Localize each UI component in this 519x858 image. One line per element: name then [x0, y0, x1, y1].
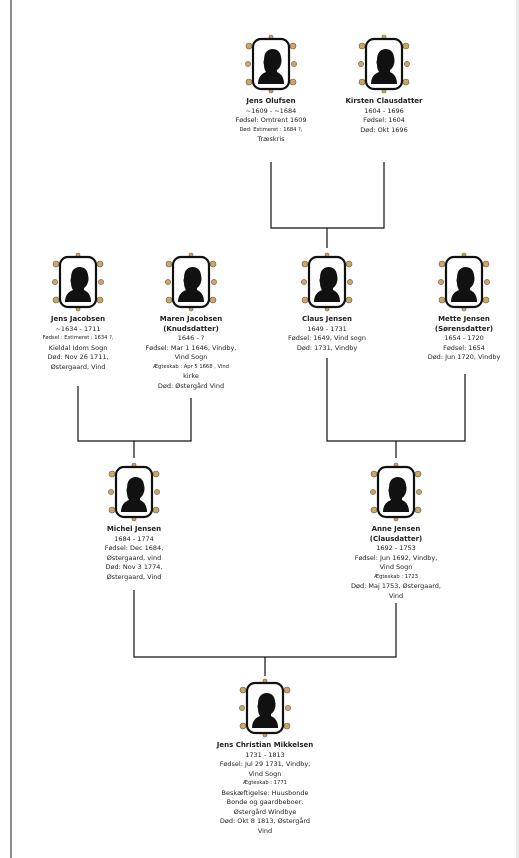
birth-info: Fødsel: Mar 1 1646, Vindby,: [145, 343, 237, 352]
life-dates: 1654 - 1720: [444, 334, 484, 342]
death-place: Vind: [257, 826, 273, 835]
person-name: Mette Jensen: [438, 315, 490, 323]
connector-olufsen-clausdatter: [270, 162, 385, 229]
person-name: Maren Jacobsen: [159, 315, 223, 323]
person-name: Michel Jensen: [106, 525, 162, 533]
left-margin-rule: [10, 0, 12, 858]
death-place: Vind: [388, 591, 404, 600]
occupation-place: Østergård Windbye: [233, 807, 297, 816]
life-dates: 1649 - 1731: [307, 324, 347, 333]
silhouette-portrait-icon: [165, 252, 217, 312]
birth-info: Fødsel : Estimeret : 1634 ?,: [42, 335, 114, 341]
birth-info: Fødsel: 1649, Vind sogn: [288, 334, 366, 342]
person-name-secondary: (Sørensdatter): [434, 324, 494, 333]
person-jens-jacobsen[interactable]: Jens Jacobsen ~1634 - 1711 Fødsel : Esti…: [3, 252, 153, 372]
connector-jacobsen-maren: [77, 386, 192, 442]
death-info: Død: Okt 8 1813, Østergård: [219, 817, 311, 825]
birth-info: Fødsel: 1654: [443, 343, 485, 352]
person-mette-jensen[interactable]: Mette Jensen (Sørensdatter) 1654 - 1720 …: [389, 252, 519, 363]
silhouette-portrait-icon: [301, 252, 353, 312]
death-info: Død: Østergård Vind: [157, 381, 225, 390]
person-claus-jensen[interactable]: Claus Jensen 1649 - 1731 Fødsel: 1649, V…: [252, 252, 402, 353]
death-info: Død: 1731, Vindby: [296, 343, 358, 352]
person-jens-olufsen[interactable]: Jens Olufsen ~1609 - ~1684 Fødsel: Omtre…: [196, 34, 346, 145]
birth-place: Vind Sogn: [248, 769, 282, 778]
birth-info: Fødsel: Omtrent 1609: [235, 116, 307, 124]
life-dates: 1646 - ?: [177, 334, 205, 342]
silhouette-portrait-icon: [370, 462, 422, 522]
person-name: Jens Olufsen: [246, 97, 296, 105]
birth-place: Kieldal Idom Sogn: [48, 343, 108, 352]
death-info: Død: Nov 3 1774,: [105, 563, 163, 571]
silhouette-portrait-icon: [245, 34, 297, 94]
life-dates: 1684 - 1774: [114, 534, 154, 543]
person-jens-christian-mikkelsen[interactable]: Jens Christian Mikkelsen 1731 - 1813 Fød…: [190, 678, 340, 836]
silhouette-portrait-icon: [108, 462, 160, 522]
person-name: Jens Christian Mikkelsen: [216, 741, 314, 749]
occupation-detail: Bonde og gaardbeboer,: [226, 798, 304, 806]
birth-info: Fødsel: 1604: [363, 116, 405, 124]
birth-place: Østergaard, vind: [106, 553, 162, 562]
person-name: Jens Jacobsen: [50, 315, 106, 323]
death-info: Død: Nov 26 1711,: [47, 353, 109, 361]
life-dates: 1731 - 1813: [245, 750, 285, 759]
marriage-info: Ægteskab : 1771: [243, 780, 287, 786]
life-dates: ~1609 - ~1684: [245, 106, 297, 115]
occupation-info: Beskæftigelse: Huusbonde: [221, 788, 309, 797]
birth-place: Vind Sogn: [379, 563, 413, 571]
marriage-place: kirke: [183, 372, 199, 380]
marriage-info: Ægteskab : Apr 5 1668 , Vind: [153, 363, 229, 370]
silhouette-portrait-icon: [358, 34, 410, 94]
birth-info: Fødsel: Jul 29 1731, Vindby,: [219, 760, 311, 768]
person-name-secondary: (Knudsdatter): [163, 324, 219, 333]
silhouette-portrait-icon: [239, 678, 291, 738]
person-name: Claus Jensen: [301, 315, 353, 323]
death-place: Østergaard, Vind: [50, 362, 106, 371]
person-michel-jensen[interactable]: Michel Jensen 1684 - 1774 Fødsel: Dec 16…: [59, 462, 209, 582]
person-name: Kirsten Clausdatter: [345, 97, 423, 105]
death-info: Død: Okt 1696: [360, 125, 408, 134]
life-dates: 1604 - 1696: [364, 106, 404, 115]
silhouette-portrait-icon: [438, 252, 490, 312]
death-place: Østergaard, Vind: [106, 572, 162, 581]
death-info: Død: Estimeret : 1684 ?,: [239, 126, 303, 133]
person-anne-jensen[interactable]: Anne Jensen (Clausdatter) 1692 - 1753 Fø…: [321, 462, 471, 601]
death-place: Træskris: [257, 135, 285, 143]
marriage-info: Ægteskab : 1723: [374, 573, 418, 580]
life-dates: ~1634 - 1711: [55, 324, 101, 333]
person-name-secondary: (Clausdatter): [369, 534, 423, 543]
birth-place: Vind Sogn: [174, 353, 208, 361]
silhouette-portrait-icon: [52, 252, 104, 312]
person-maren-jacobsen[interactable]: Maren Jacobsen (Knudsdatter) 1646 - ? Fø…: [116, 252, 266, 391]
birth-info: Fødsel: Jun 1692, Vindby,: [354, 553, 438, 562]
death-info: Død: Maj 1753, Østergaard,: [351, 582, 441, 590]
birth-info: Fødsel: Dec 1684,: [104, 544, 164, 552]
death-info: Død: Jun 1720, Vindby: [427, 353, 501, 361]
life-dates: 1692 - 1753: [376, 544, 416, 552]
connector-claus-mette: [326, 358, 466, 442]
person-kirsten-clausdatter[interactable]: Kirsten Clausdatter 1604 - 1696 Fødsel: …: [309, 34, 459, 135]
person-name: Anne Jensen: [371, 525, 421, 533]
right-edge-strip: [516, 0, 519, 858]
